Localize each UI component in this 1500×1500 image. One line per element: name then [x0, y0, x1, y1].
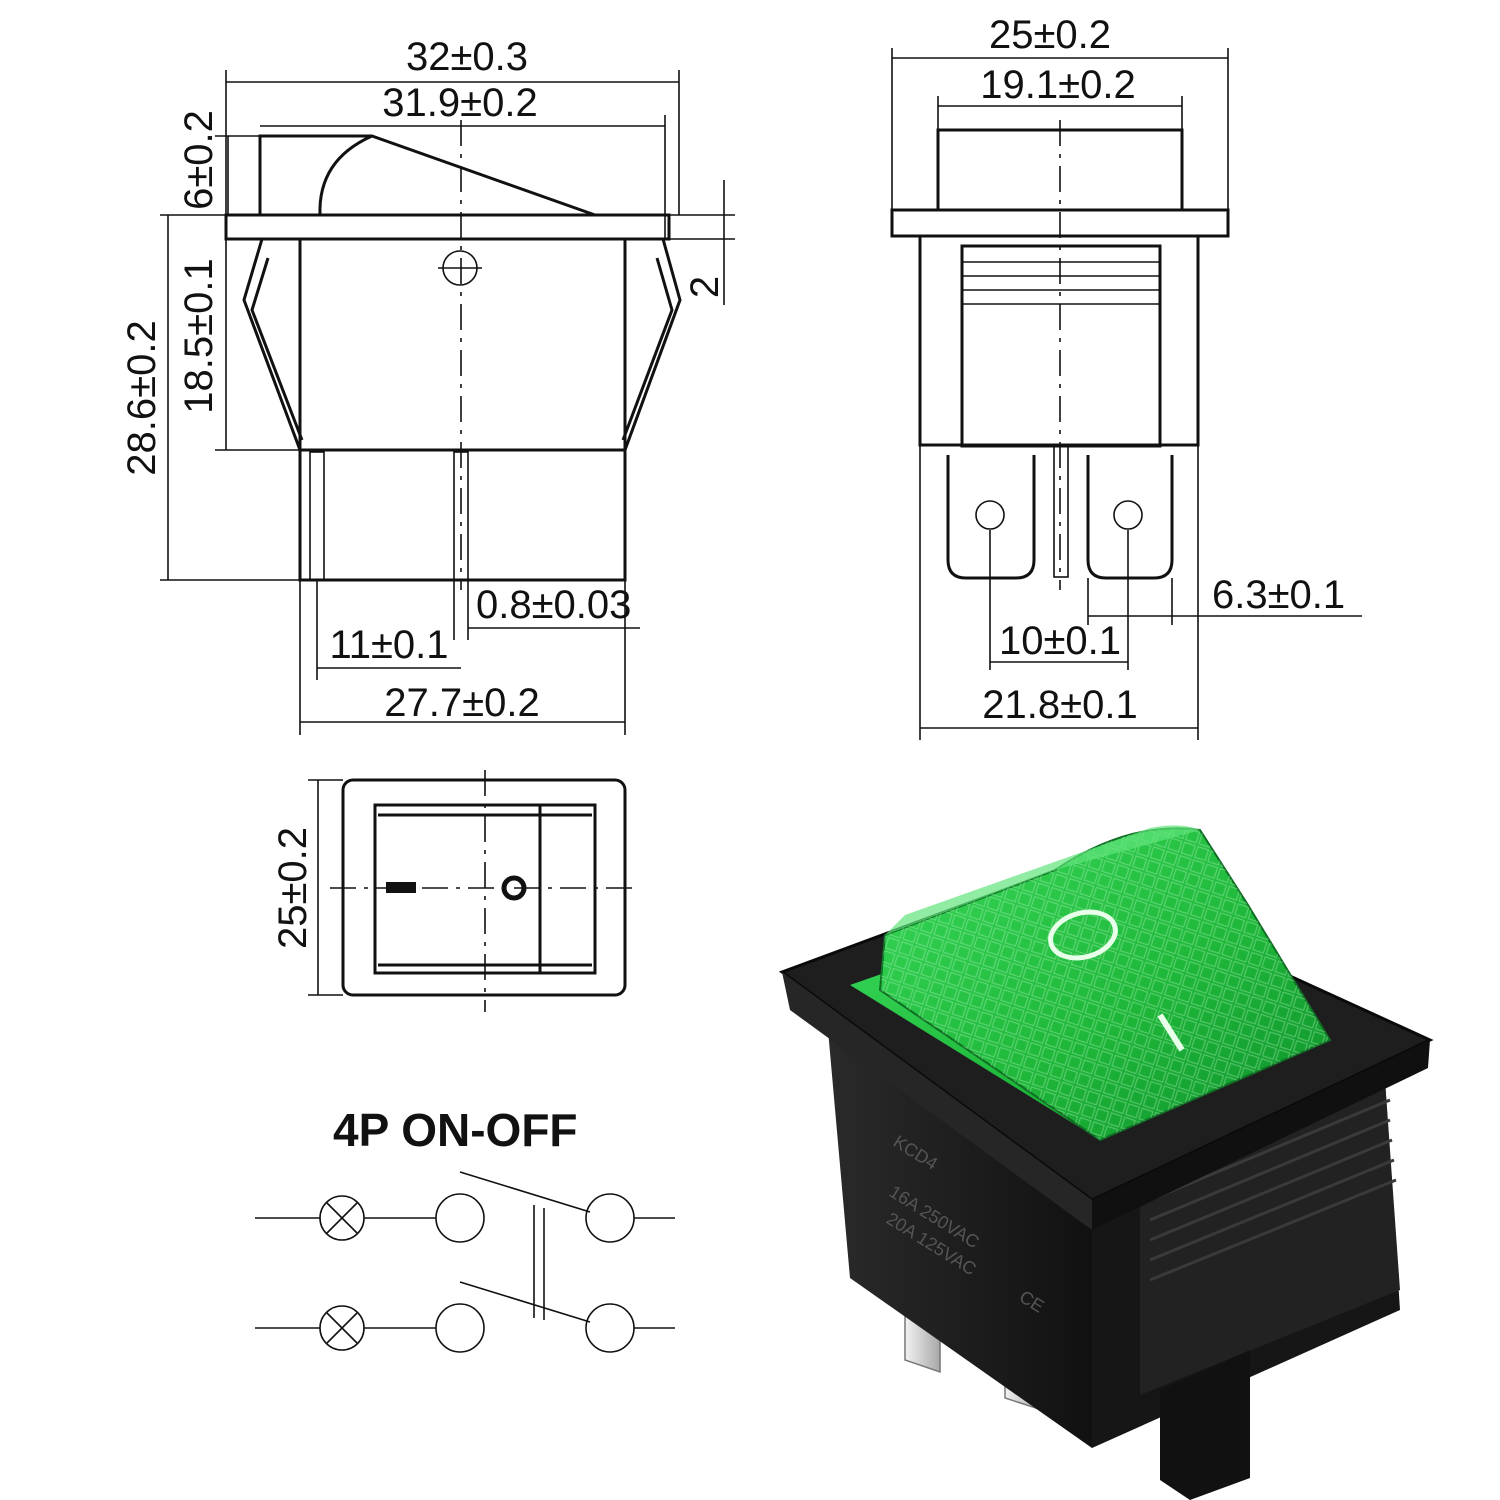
- side-terminal-right: [1086, 455, 1174, 580]
- front-lower-body: [298, 450, 627, 582]
- product-photo: KCD4 16A 250VAC 20A 125VAC CE: [778, 825, 1434, 1500]
- side-terminal-left: [946, 455, 1036, 580]
- photo-on-symbol: [1157, 1013, 1185, 1052]
- dim-side-overall-width: 25±0.2: [989, 13, 1111, 57]
- side-view: 25±0.2 19.1±0.2 6.3±0.1 10±0.1 21.8±0.1: [890, 13, 1362, 740]
- front-body: [298, 239, 627, 452]
- dim-front-body-height: 18.5±0.1: [177, 258, 221, 413]
- front-terminal-right: [453, 451, 469, 581]
- dim-top-height: 25±0.2: [271, 827, 315, 949]
- dim-side-terminal-width: 6.3±0.1: [1212, 573, 1345, 617]
- dim-front-rocker-width: 31.9±0.2: [382, 81, 537, 125]
- front-flange: [224, 213, 671, 241]
- contact-bottom-left: [435, 1303, 485, 1353]
- contact-top-left: [435, 1193, 485, 1243]
- photo-off-symbol: [1048, 909, 1118, 961]
- schematic: 4P ON-OFF: [255, 1104, 675, 1353]
- photo-flange-edge: [782, 972, 1092, 1230]
- dim-front-clip-offset: 2: [683, 276, 727, 298]
- front-view: 32±0.3 31.9±0.2 6±0.2 18.5±0.1 28.6±0.2 …: [120, 35, 735, 735]
- top-on-symbol: [386, 882, 416, 893]
- schematic-title: 4P ON-OFF: [333, 1104, 578, 1156]
- side-terminal-left-hole: [975, 500, 1005, 530]
- contact-top-right: [585, 1193, 635, 1243]
- dim-front-terminal-thickness: 0.8±0.03: [476, 583, 631, 627]
- front-rocker-dome: [318, 134, 373, 216]
- side-terminal-center: [1053, 444, 1069, 578]
- top-off-symbol: [501, 875, 527, 901]
- top-view: 25±0.2: [271, 770, 640, 1012]
- front-left-clip: [242, 238, 304, 451]
- photo-housing-front: [828, 1030, 1092, 1448]
- dim-front-total-height: 28.6±0.2: [120, 320, 164, 475]
- dim-front-terminal-pitch: 11±0.1: [329, 623, 448, 667]
- contact-bottom-right: [585, 1303, 635, 1353]
- dim-side-rocker-width: 19.1±0.2: [980, 63, 1135, 107]
- dim-front-rocker-height: 6±0.2: [177, 110, 221, 210]
- switch-blade-bottom: [459, 1281, 591, 1323]
- side-inner-block: [960, 244, 1162, 448]
- front-rocker-outline: [258, 134, 596, 217]
- photo-bottom-tab: [1160, 1350, 1250, 1500]
- dim-front-overall-width: 32±0.3: [406, 35, 528, 79]
- dim-side-body-width: 21.8±0.1: [982, 683, 1137, 727]
- dim-side-terminal-pitch: 10±0.1: [999, 619, 1121, 663]
- front-right-clip: [621, 238, 682, 451]
- switch-blade-top: [459, 1171, 591, 1213]
- side-terminal-right-hole: [1113, 500, 1143, 530]
- dim-front-body-width: 27.7±0.2: [384, 681, 539, 725]
- front-terminal-left: [309, 451, 325, 581]
